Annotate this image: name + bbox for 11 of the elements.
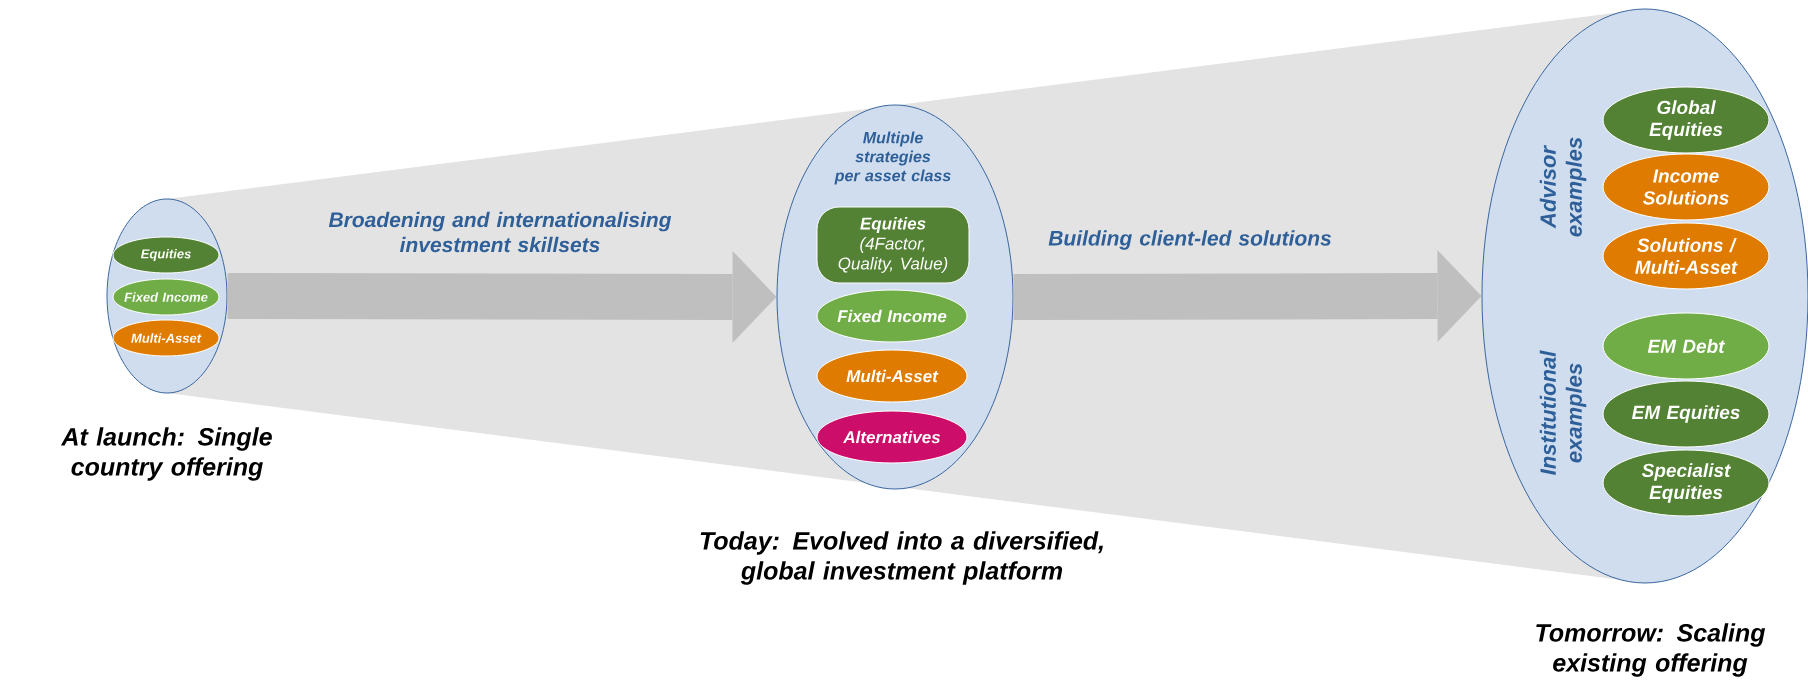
asset-class-box: Equities (4Factor, Quality, Value) (816, 206, 970, 284)
stage-caption: Tomorrow: Scaling existing offering (1536, 623, 1766, 677)
stage-caption: At launch: Single country offering (60, 427, 272, 481)
block-arrow (227, 250, 777, 343)
group-heading: Institutional examples (1539, 350, 1587, 475)
block-arrow (1013, 250, 1482, 343)
group-heading: Multiple strategies per asset class (834, 131, 951, 185)
stage-caption: Today: Evolved into a diversified, global investment platform (700, 531, 1103, 585)
edge-label: Broadening and internationalising investment skillsets (328, 211, 672, 253)
group-heading: Advisor examples (1539, 137, 1587, 237)
edge-label: Building client-led solutions (1048, 230, 1332, 250)
